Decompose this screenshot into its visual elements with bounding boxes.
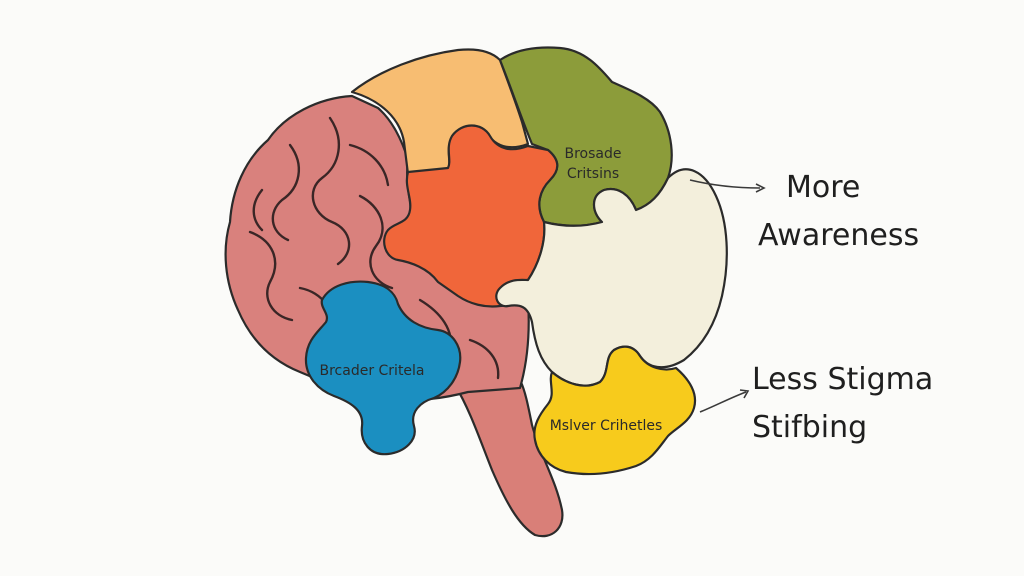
callout-more-awareness-line1: More (786, 170, 861, 205)
blue-piece (304, 280, 462, 456)
callout-arrow-lower (699, 389, 750, 413)
green-piece-label-line2: Critsins (567, 166, 619, 182)
blue-piece-label: Brcader Critela (319, 363, 424, 379)
callout-more-awareness-line2: Awareness (758, 218, 920, 253)
callout-less-stigma-line2: Stifbing (752, 410, 868, 445)
callout-less-stigma-line1: Less Stigma (752, 362, 934, 397)
green-piece-label-line1: Brosade (565, 146, 622, 162)
brainstem (453, 378, 564, 538)
yellow-piece (533, 345, 697, 476)
callout-arrow-upper (689, 179, 766, 193)
yellow-piece-label: Mslver Crihetles (550, 418, 663, 434)
